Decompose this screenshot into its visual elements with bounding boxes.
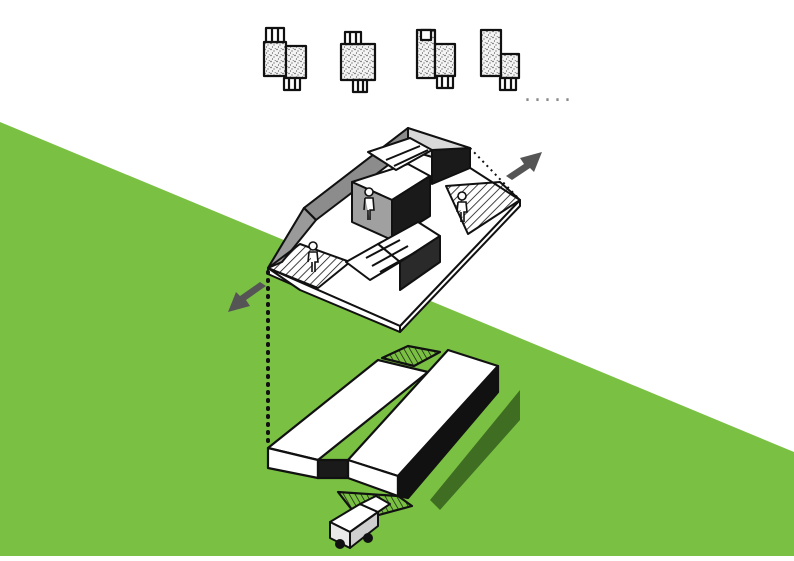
interior-module xyxy=(267,127,521,333)
floor-plan-module-icon xyxy=(262,26,308,92)
expansion-arrows xyxy=(228,152,542,312)
people xyxy=(307,187,468,272)
arrow-icon xyxy=(506,152,542,180)
continuation-mark: ..... xyxy=(524,82,574,107)
person-icon xyxy=(363,187,375,220)
truck-icon xyxy=(329,495,391,549)
person-icon xyxy=(456,191,468,222)
floor-plan-module-icon xyxy=(415,28,457,90)
person-icon xyxy=(307,241,319,272)
ground-plane xyxy=(0,122,794,556)
module-variants xyxy=(262,26,521,94)
module-underside xyxy=(267,267,401,333)
floor-plan-module-icon xyxy=(479,28,521,92)
arrow-icon xyxy=(228,282,266,312)
floor-plan-module-icon xyxy=(339,30,377,94)
